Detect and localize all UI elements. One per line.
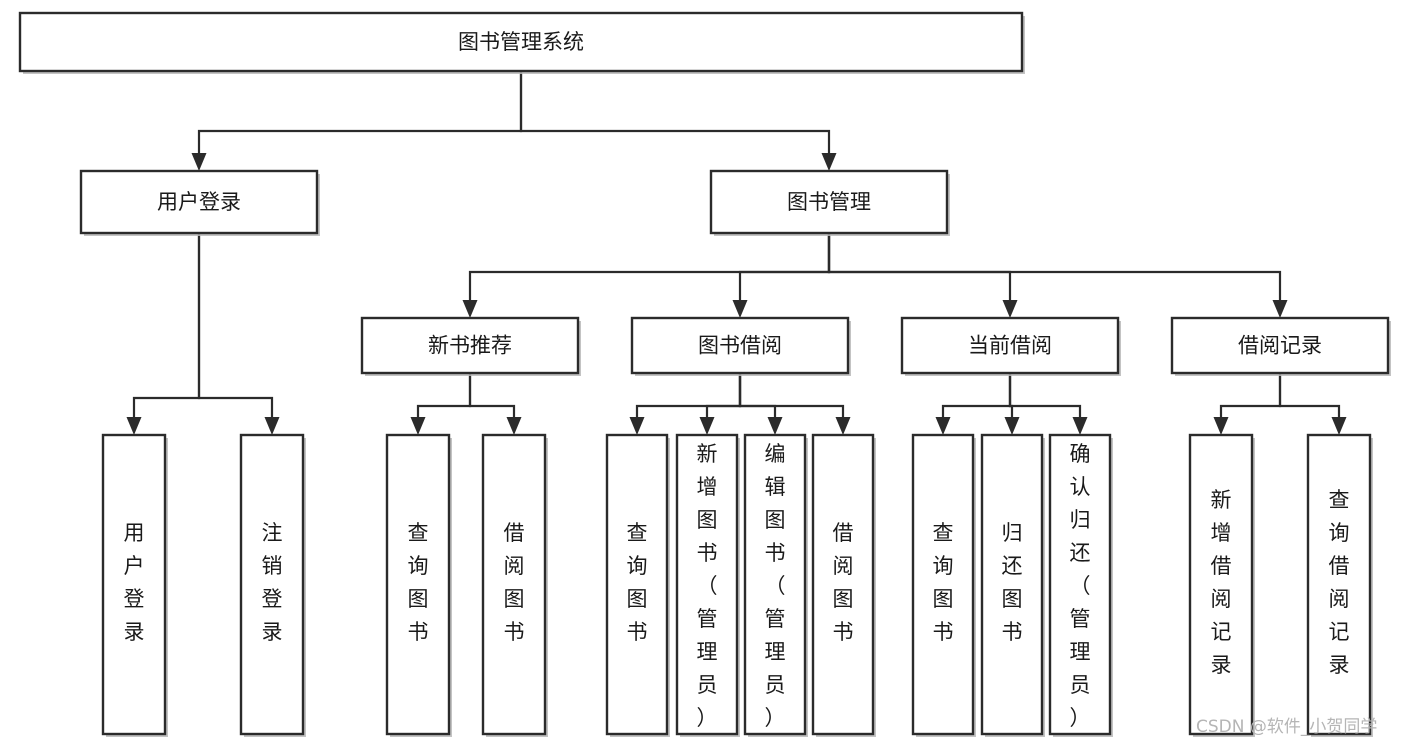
edge-current-borrow-to-leaf-confirm-return <box>1008 373 1088 435</box>
node-label: 新增借阅记录 <box>1211 488 1232 677</box>
node-box[interactable] <box>709 169 949 235</box>
node-leaf-query-record[interactable]: 查询借阅记录 <box>1306 433 1373 737</box>
node-box[interactable] <box>675 433 739 736</box>
node-box[interactable] <box>360 316 580 375</box>
edge-user-login-to-leaf-user-logout <box>197 233 280 435</box>
node-leaf-add-book[interactable]: 新增图书（管理员） <box>675 433 740 737</box>
node-leaf-return-book[interactable]: 归还图书 <box>980 433 1045 737</box>
edge-current-borrow-to-leaf-query-book-3 <box>935 373 1012 435</box>
node-label: 确认归还（管理员） <box>1070 442 1091 730</box>
node-current-borrow[interactable]: 当前借阅 <box>900 316 1121 376</box>
node-label: 当前借阅 <box>968 334 1052 358</box>
node-leaf-add-record[interactable]: 新增借阅记录 <box>1188 433 1255 737</box>
edge-book-borrow-to-leaf-add-book <box>699 373 742 435</box>
node-leaf-borrow-book-2[interactable]: 借阅图书 <box>811 433 876 737</box>
node-borrow-record[interactable]: 借阅记录 <box>1170 316 1391 376</box>
node-label: 借阅记录 <box>1238 334 1322 358</box>
node-leaf-confirm-return[interactable]: 确认归还（管理员） <box>1048 433 1113 737</box>
node-leaf-query-book-2[interactable]: 查询图书 <box>605 433 670 737</box>
node-leaf-user-logout[interactable]: 注销登录 <box>239 433 306 737</box>
node-box[interactable] <box>18 11 1024 73</box>
node-label: 用户登录 <box>124 521 145 644</box>
node-label: 查询图书 <box>408 521 429 644</box>
node-label: 借阅图书 <box>504 521 525 644</box>
edge-root-to-book-management <box>519 71 837 171</box>
edge-new-book-recommend-to-leaf-query-book-1 <box>410 373 472 435</box>
node-root[interactable]: 图书管理系统 <box>18 11 1025 74</box>
node-leaf-query-book-1[interactable]: 查询图书 <box>385 433 452 737</box>
node-book-management[interactable]: 图书管理 <box>709 169 950 236</box>
node-label: 查询借阅记录 <box>1329 488 1350 677</box>
node-box[interactable] <box>239 433 305 736</box>
node-box[interactable] <box>385 433 451 736</box>
edge-book-borrow-to-leaf-edit-book <box>738 373 783 435</box>
node-box[interactable] <box>980 433 1044 736</box>
node-box[interactable] <box>605 433 669 736</box>
node-label: 图书管理 <box>787 190 871 214</box>
node-user-login[interactable]: 用户登录 <box>79 169 320 236</box>
node-leaf-borrow-book-1[interactable]: 借阅图书 <box>481 433 548 737</box>
edge-user-login-to-leaf-user-login <box>126 233 201 435</box>
csdn-watermark: CSDN @软件_小贺同学 <box>1196 717 1377 737</box>
node-box[interactable] <box>630 316 850 375</box>
node-box[interactable] <box>811 433 875 736</box>
edge-book-management-to-current-borrow <box>827 233 1018 318</box>
node-label: 图书管理系统 <box>458 30 584 54</box>
edge-borrow-record-to-leaf-add-record <box>1213 373 1282 435</box>
node-box[interactable] <box>481 433 547 736</box>
node-leaf-query-book-3[interactable]: 查询图书 <box>911 433 976 737</box>
edge-book-management-to-new-book-recommend <box>462 233 831 318</box>
edge-current-borrow-to-leaf-return-book <box>1004 373 1020 435</box>
node-new-book-recommend[interactable]: 新书推荐 <box>360 316 581 376</box>
node-box[interactable] <box>743 433 807 736</box>
edge-new-book-recommend-to-leaf-borrow-book-1 <box>468 373 522 435</box>
node-label: 用户登录 <box>157 190 241 214</box>
watermark-layer: CSDN @软件_小贺同学 <box>1196 717 1377 737</box>
node-box[interactable] <box>911 433 975 736</box>
node-box[interactable] <box>79 169 319 235</box>
node-box[interactable] <box>101 433 167 736</box>
edge-book-borrow-to-leaf-borrow-book-2 <box>738 373 851 435</box>
node-leaf-user-login[interactable]: 用户登录 <box>101 433 168 737</box>
node-label: 新书推荐 <box>428 334 512 358</box>
edge-book-management-to-book-borrow <box>732 233 831 318</box>
node-book-borrow[interactable]: 图书借阅 <box>630 316 851 376</box>
node-box[interactable] <box>1306 433 1372 736</box>
node-label: 编辑图书（管理员） <box>765 442 786 730</box>
node-box[interactable] <box>1048 433 1112 736</box>
connector-layer <box>126 71 1347 435</box>
node-label: 图书借阅 <box>698 334 782 358</box>
node-layer: 图书管理系统用户登录图书管理新书推荐图书借阅当前借阅借阅记录用户登录注销登录查询… <box>18 11 1391 737</box>
node-box[interactable] <box>1188 433 1254 736</box>
node-label: 新增图书（管理员） <box>697 442 718 730</box>
node-label: 查询图书 <box>933 521 954 644</box>
edge-root-to-user-login <box>191 71 523 171</box>
node-label: 注销登录 <box>262 521 283 644</box>
node-label: 归还图书 <box>1002 521 1023 644</box>
edge-borrow-record-to-leaf-query-record <box>1278 373 1347 435</box>
node-label: 借阅图书 <box>833 521 854 644</box>
node-label: 查询图书 <box>627 521 648 644</box>
edge-book-borrow-to-leaf-query-book-2 <box>629 373 742 435</box>
node-box[interactable] <box>1170 316 1390 375</box>
node-leaf-edit-book[interactable]: 编辑图书（管理员） <box>743 433 808 737</box>
node-box[interactable] <box>900 316 1120 375</box>
edge-book-management-to-borrow-record <box>827 233 1288 318</box>
